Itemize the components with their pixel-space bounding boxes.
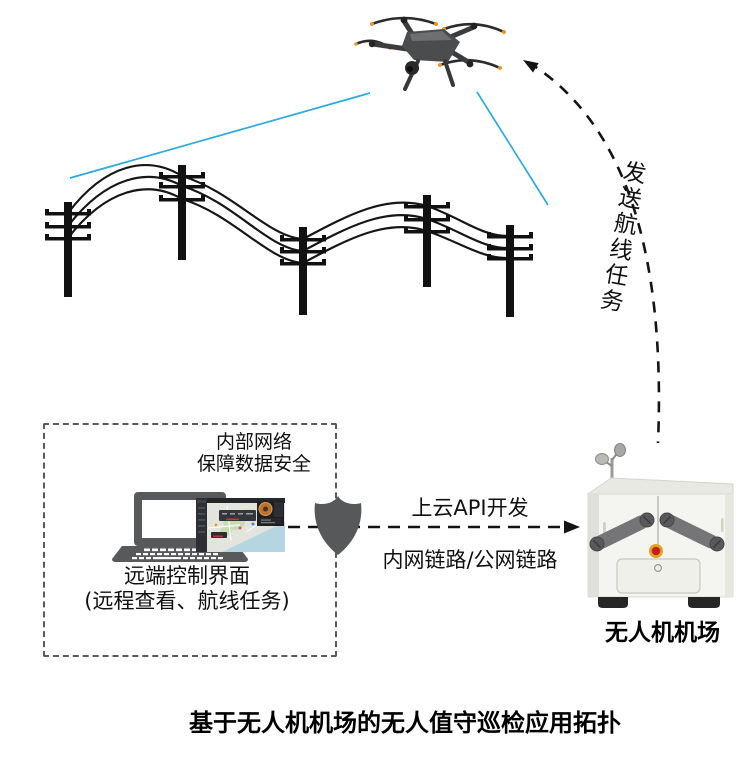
internal-network-note-line2: 保障数据安全	[196, 453, 311, 475]
dock-estop-button	[649, 544, 663, 558]
api-link-top-label: 上云API开发	[411, 496, 529, 520]
drone-illustration	[354, 16, 506, 91]
scan-line-left	[69, 92, 371, 179]
shield-icon	[314, 496, 362, 555]
dock-illustration	[586, 443, 734, 608]
mission-route-arrow	[523, 60, 661, 444]
internal-network-note-line1: 内部网络	[215, 431, 292, 453]
diagram-title: 基于无人机机场的无人值守巡检应用拓扑	[189, 709, 621, 737]
remote-ui-caption-line1: 远端控制界面	[124, 564, 250, 588]
api-link-bottom-label: 内网链路/公网链路	[382, 548, 558, 572]
scan-line-right	[476, 91, 549, 206]
remote-ui-caption-line2: (远程查看、航线任务)	[84, 589, 290, 613]
dock-label: 无人机机场	[605, 620, 720, 646]
dock-door-arms	[589, 512, 725, 552]
remote-ui-screenshot	[196, 498, 285, 552]
powerline-illustration	[45, 164, 533, 317]
